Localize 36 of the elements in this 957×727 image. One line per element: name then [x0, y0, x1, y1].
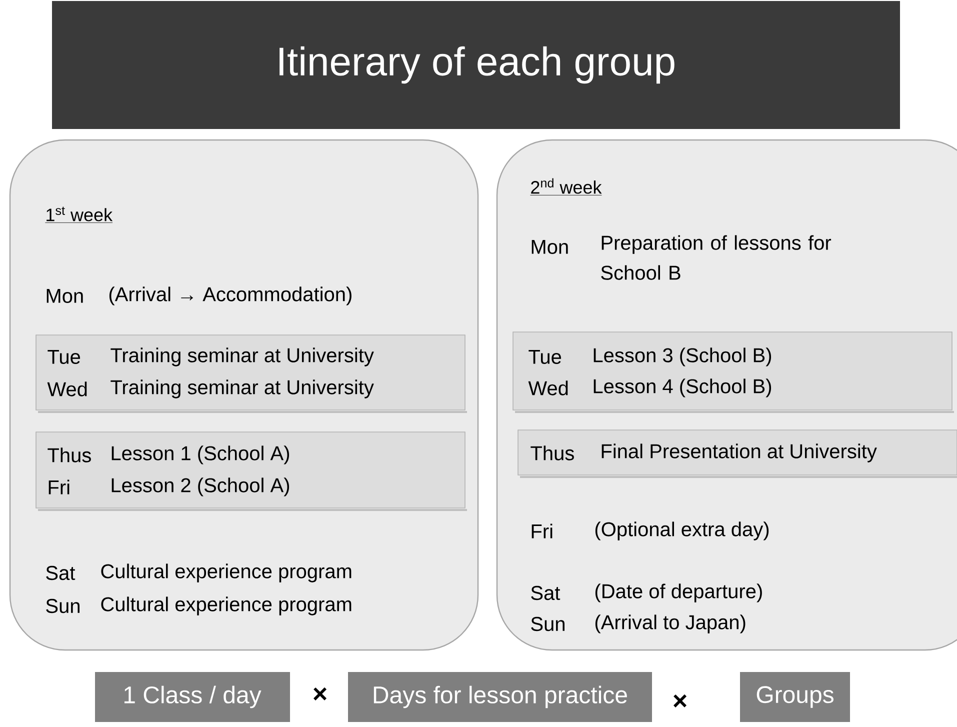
factor-text: 1 Class / day	[124, 686, 262, 708]
multiply-sign: ×	[674, 694, 687, 708]
day-text: Sun	[46, 598, 80, 614]
day-text: Mon	[532, 240, 568, 254]
day-text: Mon	[46, 289, 83, 303]
multiply-sign: ×	[314, 687, 327, 700]
activity-text: (Date of departure)	[595, 584, 762, 602]
activity-text: Training seminar at University	[110, 380, 374, 398]
day-text: Tue	[48, 350, 80, 364]
activity-text: Lesson 2 (School A)	[112, 478, 290, 496]
title-banner: Itinerary of each group	[52, 1, 900, 129]
activity-text: Lesson 3 (School B)	[594, 348, 772, 366]
activity-text: Cultural experience program	[101, 596, 352, 616]
day-text: Fri	[532, 524, 552, 538]
activity-text: (Optional extra day)	[595, 522, 769, 540]
activity-text: Final Presentation at University	[602, 444, 877, 462]
factor-text: Days for lesson practice	[374, 686, 627, 708]
week-heading: 1$^{st}$ week	[45, 206, 113, 223]
day-text: Thus	[530, 446, 574, 460]
day-text: Wed	[47, 382, 87, 396]
activity-text: (Arrival to Japan)	[595, 614, 746, 634]
activity-text: Training seminar at University	[110, 348, 374, 366]
day-text: Wed	[528, 380, 568, 396]
day-text: Sat	[46, 566, 76, 580]
day-text: Fri	[48, 480, 70, 494]
day-text: Sun	[531, 616, 564, 632]
activity-text: Cultural experience program	[101, 564, 352, 582]
activity-text: Lesson 1 (School A)	[112, 446, 290, 464]
factor-text: Groups	[756, 686, 834, 708]
activity-text: Preparation of lessons for School B	[601, 235, 832, 280]
activity-text: Lesson 4 (School B)	[594, 378, 772, 398]
day-text: Thus	[48, 448, 91, 462]
activity-text: (Arrival → Accommodation)	[109, 286, 352, 306]
day-text: Tue	[528, 350, 562, 364]
day-text: Sat	[531, 586, 560, 600]
week-heading: 2$^{nd}$ week	[530, 178, 602, 196]
